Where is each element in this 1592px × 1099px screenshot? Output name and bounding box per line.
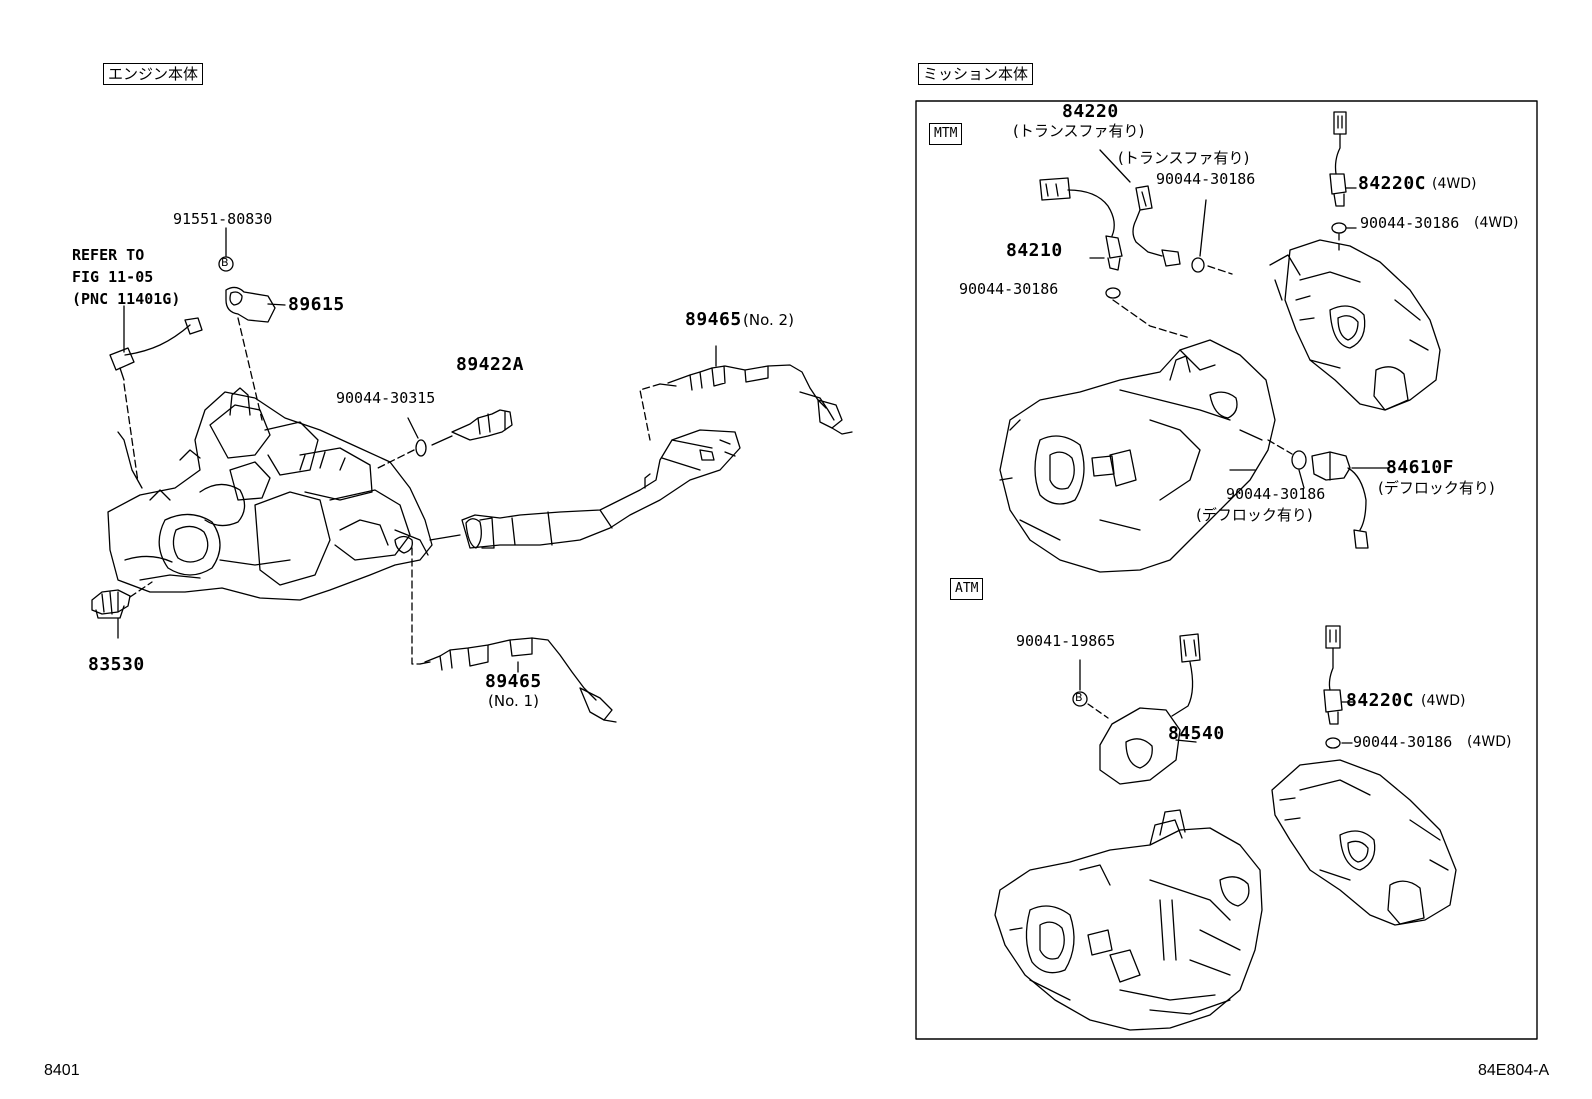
gasket-84210-drawing: [1105, 287, 1121, 299]
page-number: 8401: [44, 1062, 80, 1079]
part-number-90044-30186-b: 90044-30186: [959, 280, 1059, 298]
part-84610f-note: (デフロック有り): [1378, 479, 1495, 497]
figure-id: 84E804-A: [1478, 1062, 1550, 1079]
engine-block-drawing: [107, 387, 433, 601]
part-number-84220c-mtm: 84220C: [1358, 173, 1427, 194]
part-number-89465-no2: 89465: [685, 309, 742, 330]
part-number-84540: 84540: [1168, 723, 1225, 744]
part-number-90041-19865: 90041-19865: [1016, 632, 1116, 650]
part-number-91551-80830: 91551-80830: [173, 210, 273, 228]
part-number-84210: 84210: [1006, 240, 1063, 261]
part-89422a-drawing: [451, 409, 513, 441]
refer-line-2: FIG 11-05: [72, 268, 154, 286]
part-83530-drawing: [91, 589, 131, 639]
part-89465-no1-note: (No. 1): [488, 692, 539, 710]
part-89465-no1-drawing: [419, 637, 617, 723]
gasket-4wd-mtm-drawing: [1331, 222, 1347, 234]
refer-line-3: (PNC 11401G): [72, 290, 181, 308]
crank-sensor-drawing: [109, 305, 203, 381]
refer-line-1: REFER TO: [72, 246, 145, 264]
transfer-case-atm-drawing: [1271, 759, 1457, 926]
bolt-b-circle-atm: [1072, 691, 1088, 707]
transmission-mtm-drawing: [999, 339, 1276, 573]
part-number-90044-30315: 90044-30315: [336, 389, 436, 407]
part-84220-drawing: [1099, 149, 1181, 267]
part-number-89422a: 89422A: [456, 354, 525, 375]
bolt-b-letter-engine: B: [221, 256, 229, 269]
gasket-c-note: (デフロック有り): [1196, 506, 1313, 524]
part-number-90044-30186-4wd-mtm: 90044-30186: [1360, 214, 1460, 232]
atm-badge: ATM: [950, 578, 984, 600]
part-84610f-drawing: [1311, 451, 1389, 549]
transmission-atm-drawing: [994, 809, 1263, 1031]
mission-frame: [915, 100, 1538, 1040]
refer-note: REFER TO FIG 11-05 (PNC 11401G): [72, 244, 180, 310]
gasket-4wd-mtm-note: (4WD): [1474, 215, 1519, 231]
part-84220c-atm-drawing: [1323, 625, 1355, 725]
part-number-84610f: 84610F: [1386, 457, 1455, 478]
part-number-90044-30186-a: 90044-30186: [1156, 170, 1256, 188]
mission-section-header: ミッション本体: [918, 63, 1034, 85]
part-89465-no2-note: (No. 2): [743, 311, 794, 329]
part-number-84220: 84220: [1062, 101, 1119, 122]
exhaust-pipe-drawing: [429, 429, 741, 549]
part-number-90044-30186-4wd-atm: 90044-30186: [1353, 733, 1453, 751]
part-84220c-atm-note: (4WD): [1421, 693, 1466, 709]
part-89615-drawing: [225, 286, 286, 323]
part-number-89465-no1: 89465: [485, 671, 542, 692]
gasket-84220-drawing: [1191, 257, 1205, 273]
bolt-b-circle-engine: [218, 256, 234, 272]
gasket-90044-30315-drawing: [415, 439, 427, 457]
part-84210-drawing: [1039, 177, 1123, 271]
part-number-89615: 89615: [288, 294, 345, 315]
gasket-4wd-atm-drawing: [1325, 737, 1341, 749]
bolt-b-letter-atm: B: [1075, 691, 1083, 704]
part-84220c-mtm-drawing: [1329, 111, 1357, 207]
gasket-84610f-drawing: [1291, 450, 1307, 470]
transfer-case-mtm-drawing: [1269, 239, 1441, 411]
part-84220-note-2: (トランスファ有り): [1118, 149, 1250, 167]
part-84540-drawing: [1099, 633, 1201, 785]
part-84220-note: (トランスファ有り): [1013, 122, 1145, 140]
part-89465-no2-drawing: [659, 364, 853, 435]
engine-section-header: エンジン本体: [103, 63, 204, 85]
part-number-90044-30186-c: 90044-30186: [1226, 485, 1326, 503]
mtm-badge: MTM: [929, 123, 963, 145]
part-84220c-mtm-note: (4WD): [1432, 176, 1477, 192]
part-number-83530: 83530: [88, 654, 145, 675]
part-number-84220c-atm: 84220C: [1346, 690, 1415, 711]
gasket-4wd-atm-note: (4WD): [1467, 734, 1512, 750]
